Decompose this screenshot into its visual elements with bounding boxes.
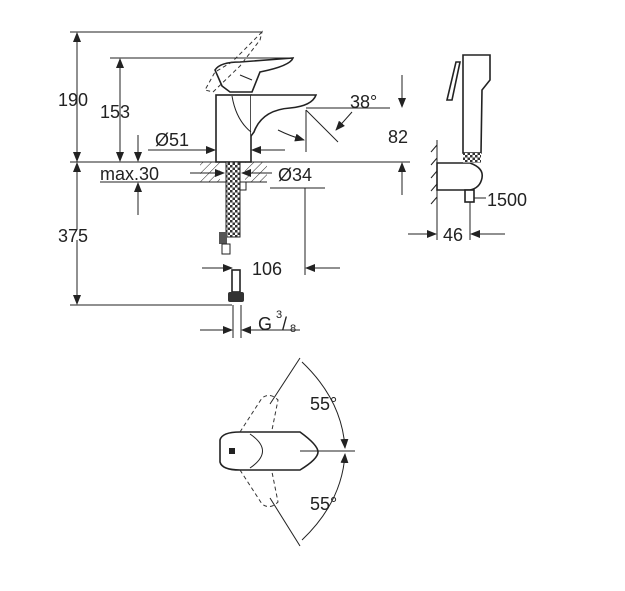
faucet-top-view: 55° 55°: [219, 357, 355, 547]
svg-text:8: 8: [290, 323, 296, 335]
supply-hose: [225, 161, 241, 238]
thread-size-label: G 3 / 8: [258, 309, 296, 335]
shower-head: [462, 54, 491, 154]
dim-diameter-51: Ø51: [155, 130, 189, 150]
dim-diameter-34: Ø34: [278, 165, 312, 185]
dim-190: 190: [58, 90, 88, 110]
handle-raised-outline: [204, 30, 263, 93]
dim-46: 46: [443, 225, 463, 245]
deck-hatch-right: [245, 162, 267, 182]
supply-fitting: [231, 269, 241, 293]
hand-shower: 1500 46: [408, 54, 527, 245]
deck-hatch-left: [200, 162, 220, 182]
dim-82: 82: [388, 127, 408, 147]
svg-text:3: 3: [276, 309, 282, 321]
handle-top: [219, 431, 319, 471]
svg-text:G: G: [258, 314, 272, 334]
dim-153: 153: [100, 102, 130, 122]
dim-38-degrees: 38°: [350, 92, 377, 112]
wall-holder: [436, 162, 484, 191]
handle: [214, 57, 295, 93]
dim-max30: max.30: [100, 164, 159, 184]
angle-55-top: 55°: [310, 394, 337, 414]
hose-connector: [464, 189, 475, 203]
svg-text:/: /: [282, 314, 287, 334]
dimension-lines: [70, 31, 406, 338]
dim-1500: 1500: [487, 190, 527, 210]
handle-rotated-left-outline: [239, 394, 279, 433]
dim-106: 106: [252, 259, 282, 279]
connector: [219, 232, 227, 244]
dim-375: 375: [58, 226, 88, 246]
spout: [250, 94, 318, 137]
faucet-side-view: [70, 30, 410, 302]
angle-55-bottom: 55°: [310, 494, 337, 514]
handle-rotated-right-outline: [239, 469, 279, 508]
trigger-lever: [445, 61, 461, 101]
dimension-labels: 190 153 max.30 Ø51 Ø34 375 106 38° 82 G …: [58, 90, 408, 335]
